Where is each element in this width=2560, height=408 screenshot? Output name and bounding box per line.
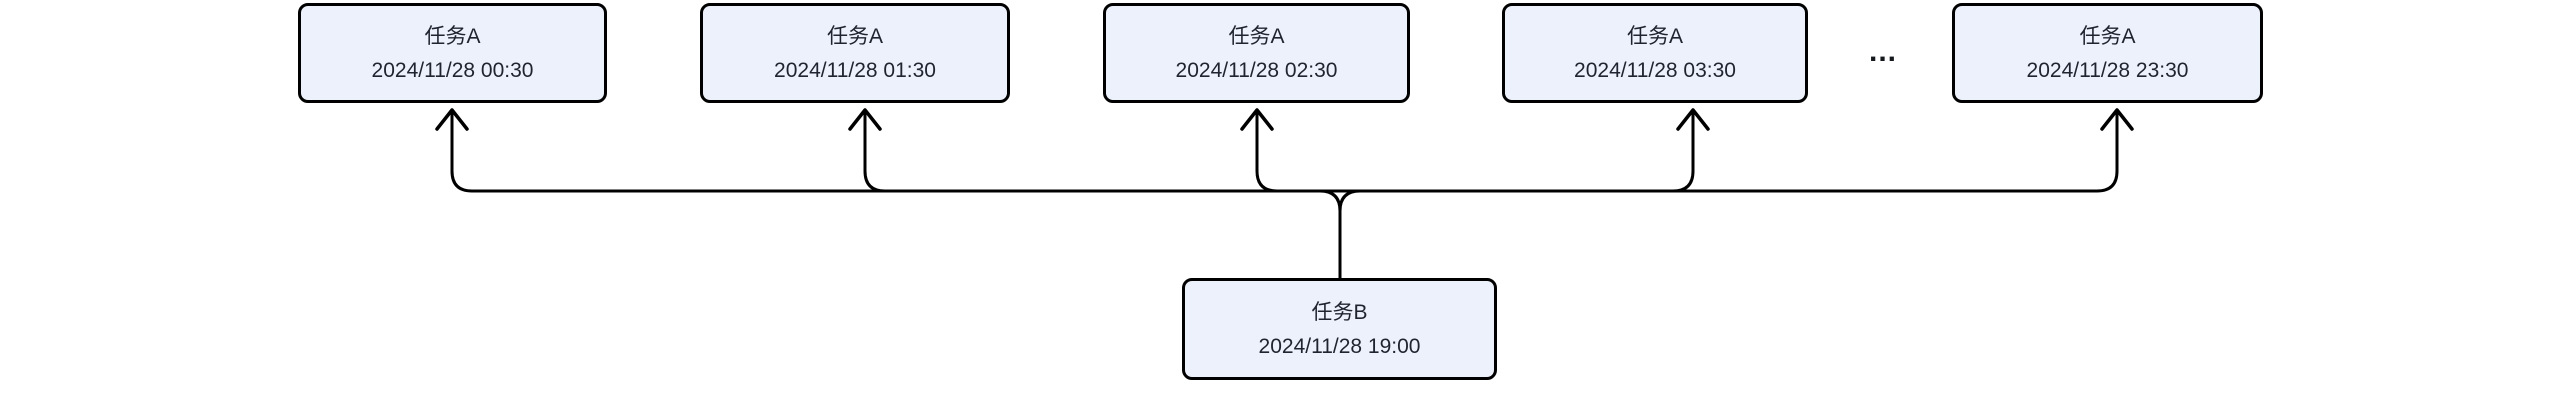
stem-fillet-left — [1318, 189, 1342, 213]
arrowhead-icon — [435, 108, 469, 131]
riser-1 — [450, 109, 474, 193]
task-label: 任务A — [1626, 24, 1683, 48]
task-a-node-3: 任务A 2024/11/28 02:30 — [1103, 3, 1410, 103]
task-a-node-4: 任务A 2024/11/28 03:30 — [1502, 3, 1808, 103]
arrowhead-icon — [1676, 108, 1710, 131]
task-label: 任务B — [1311, 300, 1368, 324]
task-a-node-1: 任务A 2024/11/28 00:30 — [298, 3, 607, 103]
task-datetime: 2024/11/28 01:30 — [774, 58, 936, 82]
ellipsis-indicator: ... — [1868, 35, 1897, 68]
task-datetime: 2024/11/28 23:30 — [2026, 58, 2189, 82]
riser-2 — [863, 109, 887, 193]
task-b-node: 任务B 2024/11/28 19:00 — [1182, 278, 1497, 380]
task-label: 任务A — [826, 24, 883, 48]
task-a-node-2: 任务A 2024/11/28 01:30 — [700, 3, 1010, 103]
task-datetime: 2024/11/28 02:30 — [1175, 58, 1338, 82]
task-a-node-5: 任务A 2024/11/28 23:30 — [1952, 3, 2263, 103]
riser-4 — [1671, 109, 1695, 193]
task-datetime: 2024/11/28 19:00 — [1258, 334, 1421, 358]
arrowhead-icon — [2100, 108, 2134, 131]
arrowhead-icon — [1240, 108, 1274, 131]
stem-fillet-right — [1338, 189, 1362, 213]
riser-3 — [1255, 109, 1279, 193]
task-label: 任务A — [1228, 24, 1285, 48]
task-datetime: 2024/11/28 00:30 — [371, 58, 534, 82]
task-label: 任务A — [2079, 24, 2136, 48]
task-label: 任务A — [424, 24, 481, 48]
riser-5 — [2095, 109, 2119, 193]
arrowhead-icon — [848, 108, 882, 131]
task-datetime: 2024/11/28 03:30 — [1574, 58, 1736, 82]
